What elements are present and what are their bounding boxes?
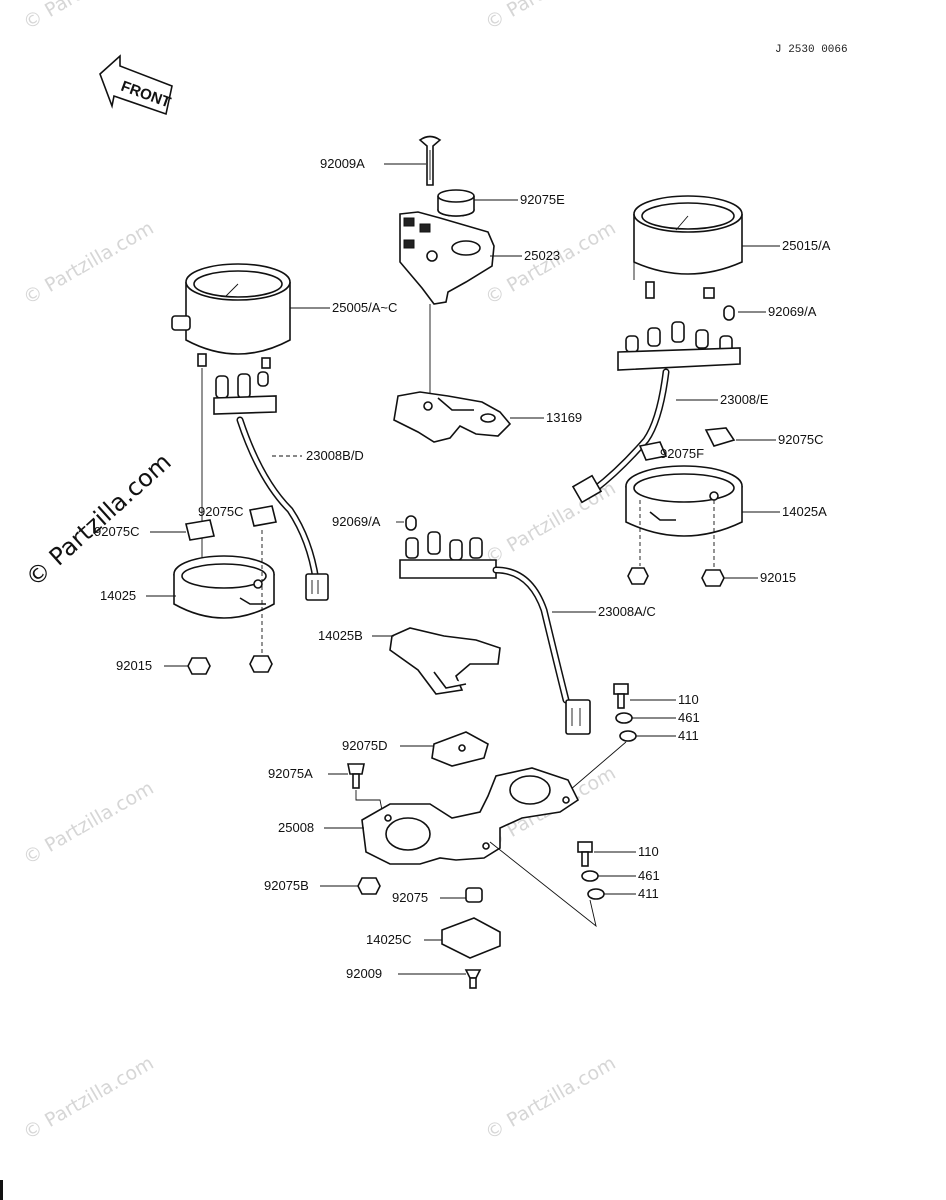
nuts-92015-right	[627, 567, 725, 587]
label-13169: 13169	[546, 410, 582, 425]
harness-23008AC	[492, 566, 591, 735]
harness-23008E	[571, 368, 670, 504]
nut-92075B	[357, 877, 381, 895]
label-92075C-right: 92075C	[778, 432, 824, 447]
screw-92009	[464, 969, 482, 989]
label-92075C-left-b: 92075C	[94, 524, 140, 539]
case-14025	[173, 555, 275, 619]
grommets-92075C-left	[185, 505, 277, 541]
label-23008E: 23008/E	[720, 392, 769, 407]
watermark: © Partzilla.com	[20, 0, 158, 34]
label-461-upper: 461	[678, 710, 700, 725]
watermarks: © Partzilla.com © Partzilla.com © Partzi…	[20, 0, 620, 1144]
watermark-main: © Partzilla.com	[20, 448, 176, 593]
grommet-92075F	[638, 441, 668, 461]
label-411-lower: 411	[638, 886, 659, 901]
watermark: © Partzilla.com	[482, 1052, 620, 1144]
gauge-25005	[171, 263, 291, 369]
diagram-code: J 2530 0066	[775, 44, 848, 56]
label-110-upper: 110	[678, 692, 699, 707]
label-92075D: 92075D	[342, 738, 388, 753]
bulbs-right	[617, 305, 741, 371]
harness-23008BD	[236, 416, 329, 601]
bolt-92075A	[347, 763, 365, 789]
label-110-lower: 110	[638, 844, 659, 859]
plate-14025B	[389, 627, 501, 695]
label-92069A-right: 92069/A	[768, 304, 817, 319]
bulbs-center	[399, 515, 497, 579]
label-14025C: 14025C	[366, 932, 412, 947]
label-25015A: 25015/A	[782, 238, 831, 253]
plate-25008	[361, 767, 580, 865]
grommet-92075C-right	[704, 427, 736, 447]
label-92015-right: 92015	[760, 570, 796, 585]
label-25005: 25005/A~C	[332, 300, 397, 315]
gauge-25015A	[633, 195, 743, 299]
label-92075C-left-a: 92075C	[198, 504, 244, 519]
watermark: © Partzilla.com	[20, 1052, 158, 1144]
label-461-lower: 461	[638, 868, 660, 883]
plate-13169	[393, 391, 512, 443]
label-92075F: 92075F	[660, 446, 704, 461]
front-arrow-icon: FRONT	[99, 54, 173, 116]
part-labels: 92009A 92075E 25023 25015/A 25005/A~C 92…	[94, 156, 831, 981]
bolt-92009A	[418, 135, 442, 186]
label-14025: 14025	[100, 588, 136, 603]
nuts-92015-left	[187, 655, 273, 675]
label-411-upper: 411	[678, 728, 699, 743]
watermark: © Partzilla.com	[482, 0, 620, 34]
label-92075A: 92075A	[268, 766, 313, 781]
bushing-92075	[465, 887, 483, 903]
label-92075B: 92075B	[264, 878, 309, 893]
label-92009: 92009	[346, 966, 382, 981]
bolt-stack-lower	[577, 841, 605, 900]
label-92009A: 92009A	[320, 156, 365, 171]
label-14025A: 14025A	[782, 504, 827, 519]
grommet-92075E	[437, 189, 475, 217]
label-25008: 25008	[278, 820, 314, 835]
label-23008BD: 23008B/D	[306, 448, 364, 463]
label-92015-left: 92015	[116, 658, 152, 673]
label-25023: 25023	[524, 248, 560, 263]
page-edge-mark	[0, 1180, 3, 1200]
bolt-stack-upper	[613, 683, 637, 742]
label-92075E: 92075E	[520, 192, 565, 207]
label-14025B: 14025B	[318, 628, 363, 643]
pad-92075D	[431, 731, 489, 767]
bracket-25023	[399, 211, 495, 305]
case-14025A	[625, 465, 743, 537]
watermark: © Partzilla.com	[20, 777, 158, 869]
watermark: © Partzilla.com	[482, 217, 620, 309]
label-92069A-center: 92069/A	[332, 514, 381, 529]
label-92075: 92075	[392, 890, 428, 905]
bulbs-left	[213, 371, 277, 415]
pad-14025C	[441, 917, 501, 959]
watermark: © Partzilla.com	[20, 217, 158, 309]
label-23008AC: 23008A/C	[598, 604, 656, 619]
